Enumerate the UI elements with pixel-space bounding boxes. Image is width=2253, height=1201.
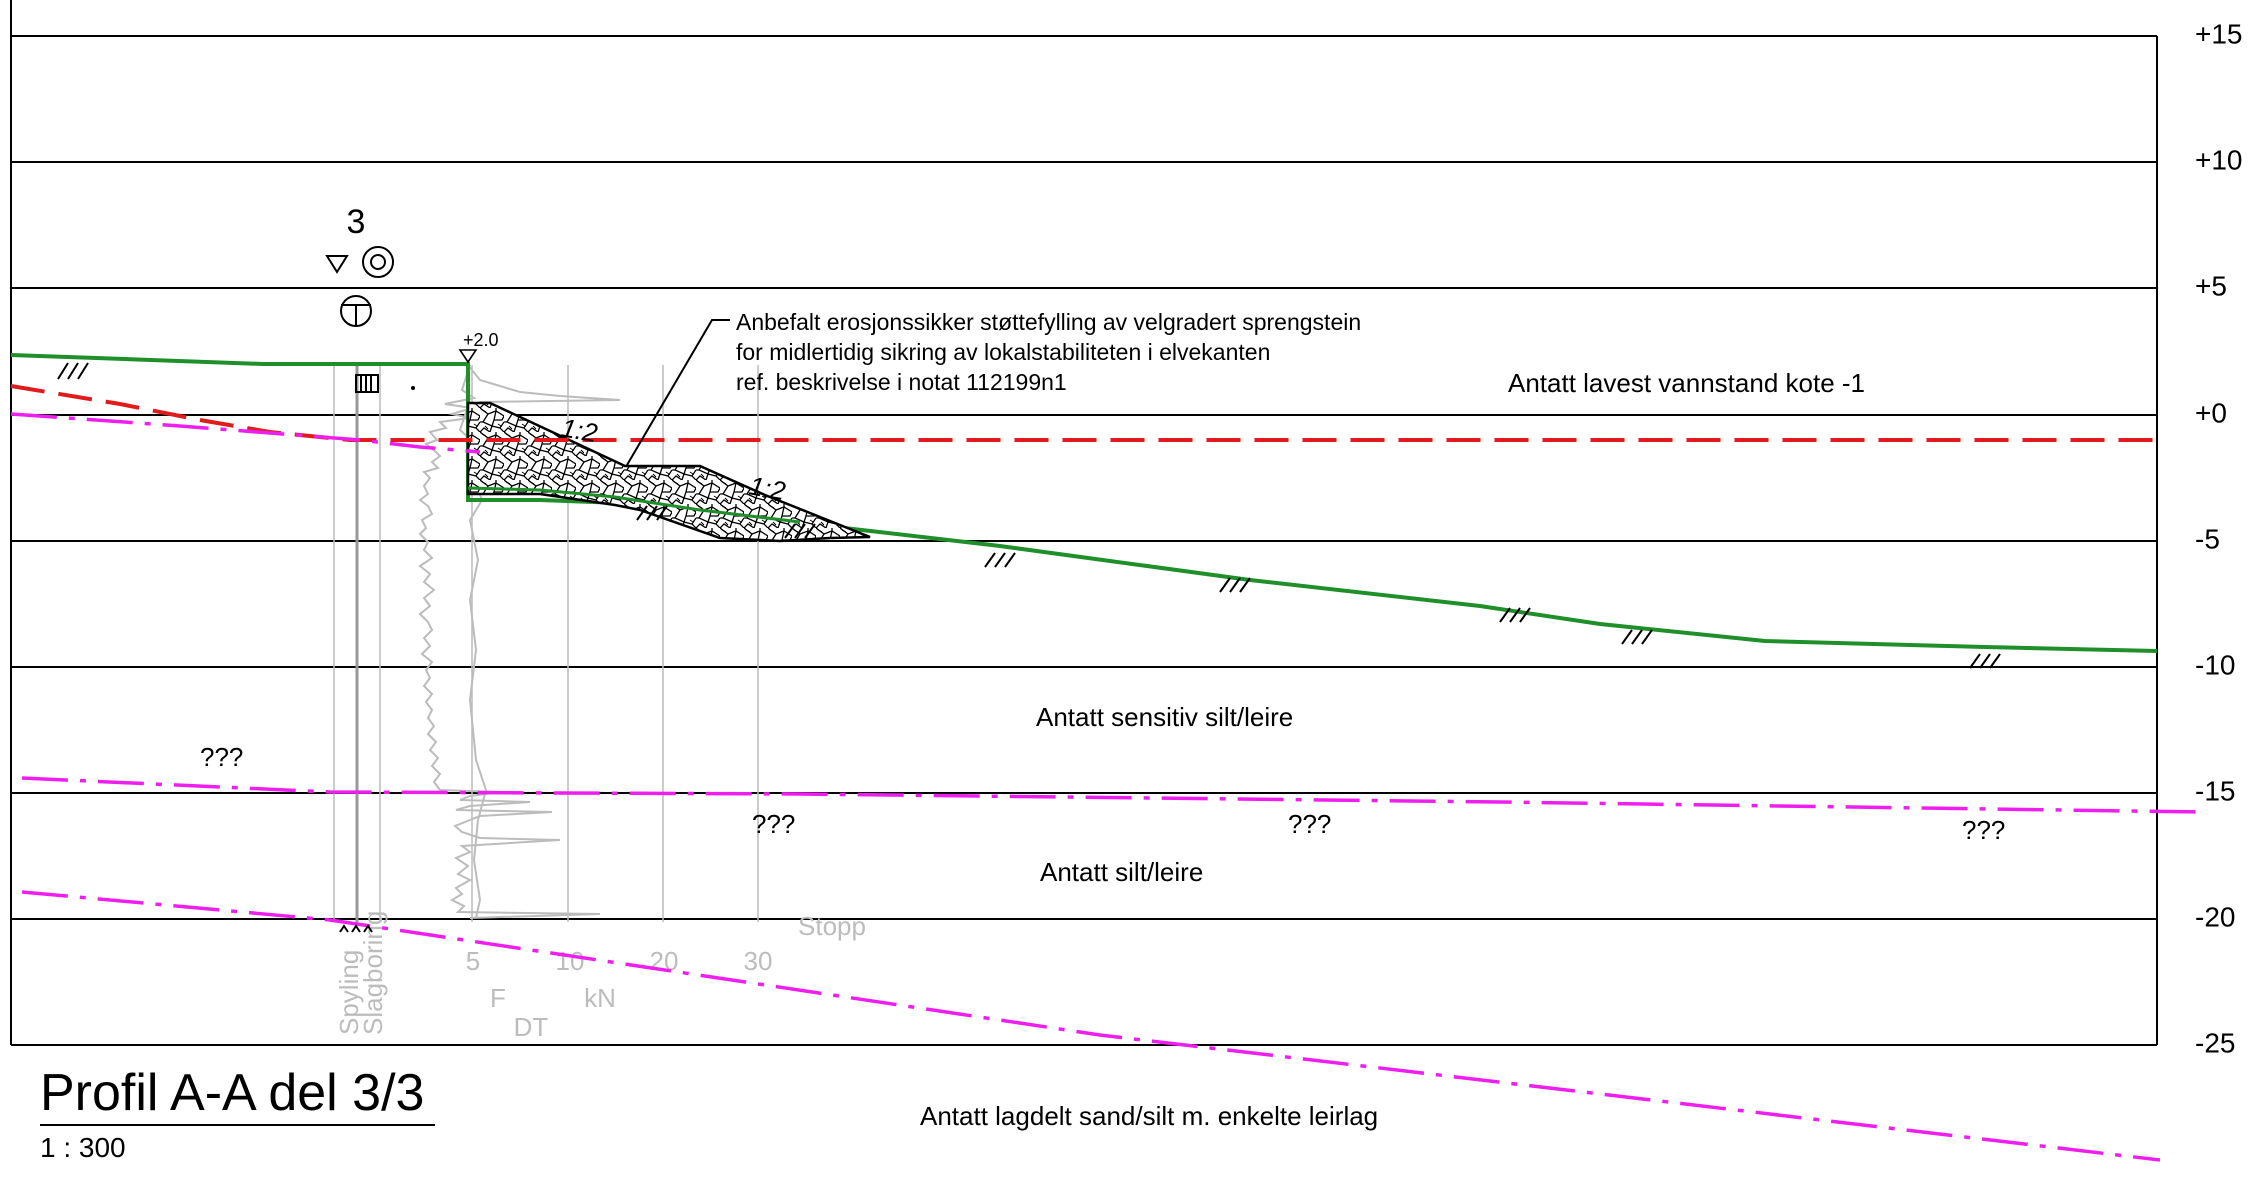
elevation-label: -15 xyxy=(2195,775,2235,806)
sounding-type-label: DT xyxy=(514,1012,549,1042)
borehole-marker: 3 +2.0 xyxy=(325,203,499,933)
slope-label: 1:2 xyxy=(559,412,600,448)
borehole-bottom-marks xyxy=(339,924,373,933)
boundary-middle xyxy=(21,776,2201,814)
method-label-slagboring: Slagboring xyxy=(358,911,388,1035)
borehole-number: 3 xyxy=(347,203,366,241)
sounding-scale-tick: 5 xyxy=(466,946,480,976)
sounding-labels: Stopp 5 10 20 30 F kN DT Spyling Slagbor… xyxy=(334,911,866,1042)
elevation-label: +15 xyxy=(2195,18,2243,49)
water-level-label: Antatt lavest vannstand kote -1 xyxy=(1508,368,1865,398)
method-label-spyling: Spyling xyxy=(334,950,364,1035)
layer-boundaries xyxy=(10,412,2201,1162)
layer-label-sensitive: Antatt sensitiv silt/leire xyxy=(1036,702,1293,732)
elevation-grid xyxy=(10,0,2158,1046)
elevation-label: +0 xyxy=(2195,397,2227,428)
title-text: Profil A-A del 3/3 xyxy=(40,1064,424,1122)
terrain-hatch-marks xyxy=(57,362,2001,669)
annotation-leader xyxy=(626,319,730,466)
title-scale: 1 : 300 xyxy=(40,1132,126,1163)
sounding-scale-tick: 30 xyxy=(744,946,773,976)
borehole-top-level: +2.0 xyxy=(463,330,499,350)
elevation-label: +10 xyxy=(2195,144,2243,175)
terrain-line xyxy=(10,353,2158,653)
elevation-label: -25 xyxy=(2195,1027,2235,1058)
sounding-stop-label: Stopp xyxy=(798,911,866,941)
sounding-unit-label: kN xyxy=(584,983,616,1013)
elevation-label: -10 xyxy=(2195,649,2235,680)
piezometer-icon-inner xyxy=(370,254,386,270)
groundwater-triangle-icon xyxy=(325,255,349,274)
unknown-mark: ??? xyxy=(752,809,795,839)
water-level-line xyxy=(10,384,2157,442)
unknown-mark: ??? xyxy=(200,742,243,772)
sample-icon-bars xyxy=(360,375,372,392)
rock-fill xyxy=(466,401,871,543)
sounding-force-curve xyxy=(418,364,601,919)
unknown-mark: ??? xyxy=(1962,815,2005,845)
unknown-mark: ??? xyxy=(1288,809,1331,839)
slope-label: 1:2 xyxy=(747,470,788,506)
borehole-top-triangle-icon xyxy=(458,349,478,364)
annotation-line: for midlertidig sikring av lokalstabilit… xyxy=(736,339,1270,365)
boundary-lower xyxy=(21,890,2161,1162)
sounding-symbol-icon-cross xyxy=(341,304,371,326)
elevation-label: -20 xyxy=(2195,901,2235,932)
sounding-scale-tick: 10 xyxy=(556,946,585,976)
elevation-label: -5 xyxy=(2195,523,2220,554)
layer-label-sand: Antatt lagdelt sand/silt m. enkelte leir… xyxy=(920,1101,1378,1131)
sounding-force-label: F xyxy=(490,983,506,1013)
piezometer-icon xyxy=(362,246,394,278)
rock-fill-bottom xyxy=(467,486,801,524)
annotation-line: Anbefalt erosjonssikker støttefylling av… xyxy=(736,309,1361,335)
drawing-title: Profil A-A del 3/3 1 : 300 xyxy=(40,1064,435,1163)
boundary-upper xyxy=(10,412,481,454)
annotation: Anbefalt erosjonssikker støttefylling av… xyxy=(736,309,1361,395)
elevation-axis: +15 +10 +5 +0 -5 -10 -15 -20 -25 xyxy=(2195,18,2243,1058)
annotation-line: ref. beskrivelse i notat 112199n1 xyxy=(736,369,1067,395)
dot-marker xyxy=(411,386,415,390)
elevation-label: +5 xyxy=(2195,270,2227,301)
layer-label-silt-clay: Antatt silt/leire xyxy=(1040,857,1203,887)
